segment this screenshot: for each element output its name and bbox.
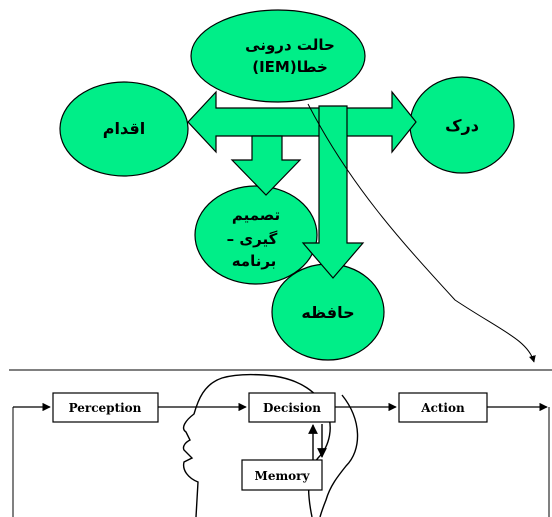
box-decision-label: Decision [263,401,321,415]
box-perception-label: Perception [69,401,142,415]
box-action-label: Action [420,401,465,415]
node-action-fa-label: اقدام [103,119,145,138]
node-internal-state-line1: حالت درونی [245,36,335,54]
brain-curve [319,394,359,517]
arrow-down-to-memory [301,105,365,279]
connector-curve [307,103,536,363]
node-internal-state-line2: خطا(IEM) [252,58,328,76]
node-decision-line1: تصمیم [232,206,280,224]
bottom-diagram: Perception Decision Action Memory [9,369,552,517]
box-memory-label: Memory [255,469,311,483]
box-decision [248,392,336,423]
head-silhouette-icon [182,373,331,517]
node-memory-fa-label: حافظه [301,303,354,322]
node-internal-state-fa [190,9,366,103]
arrow-down-to-decision [230,135,302,196]
box-memory [241,459,323,491]
node-decision-line3: برنامه [232,252,277,270]
node-action-fa [59,81,189,177]
node-decision-fa [194,185,318,285]
arrow-horizontal-double [187,90,417,154]
node-perception-fa-label: درک [445,116,479,135]
node-decision-line2: گیری – [227,230,278,248]
